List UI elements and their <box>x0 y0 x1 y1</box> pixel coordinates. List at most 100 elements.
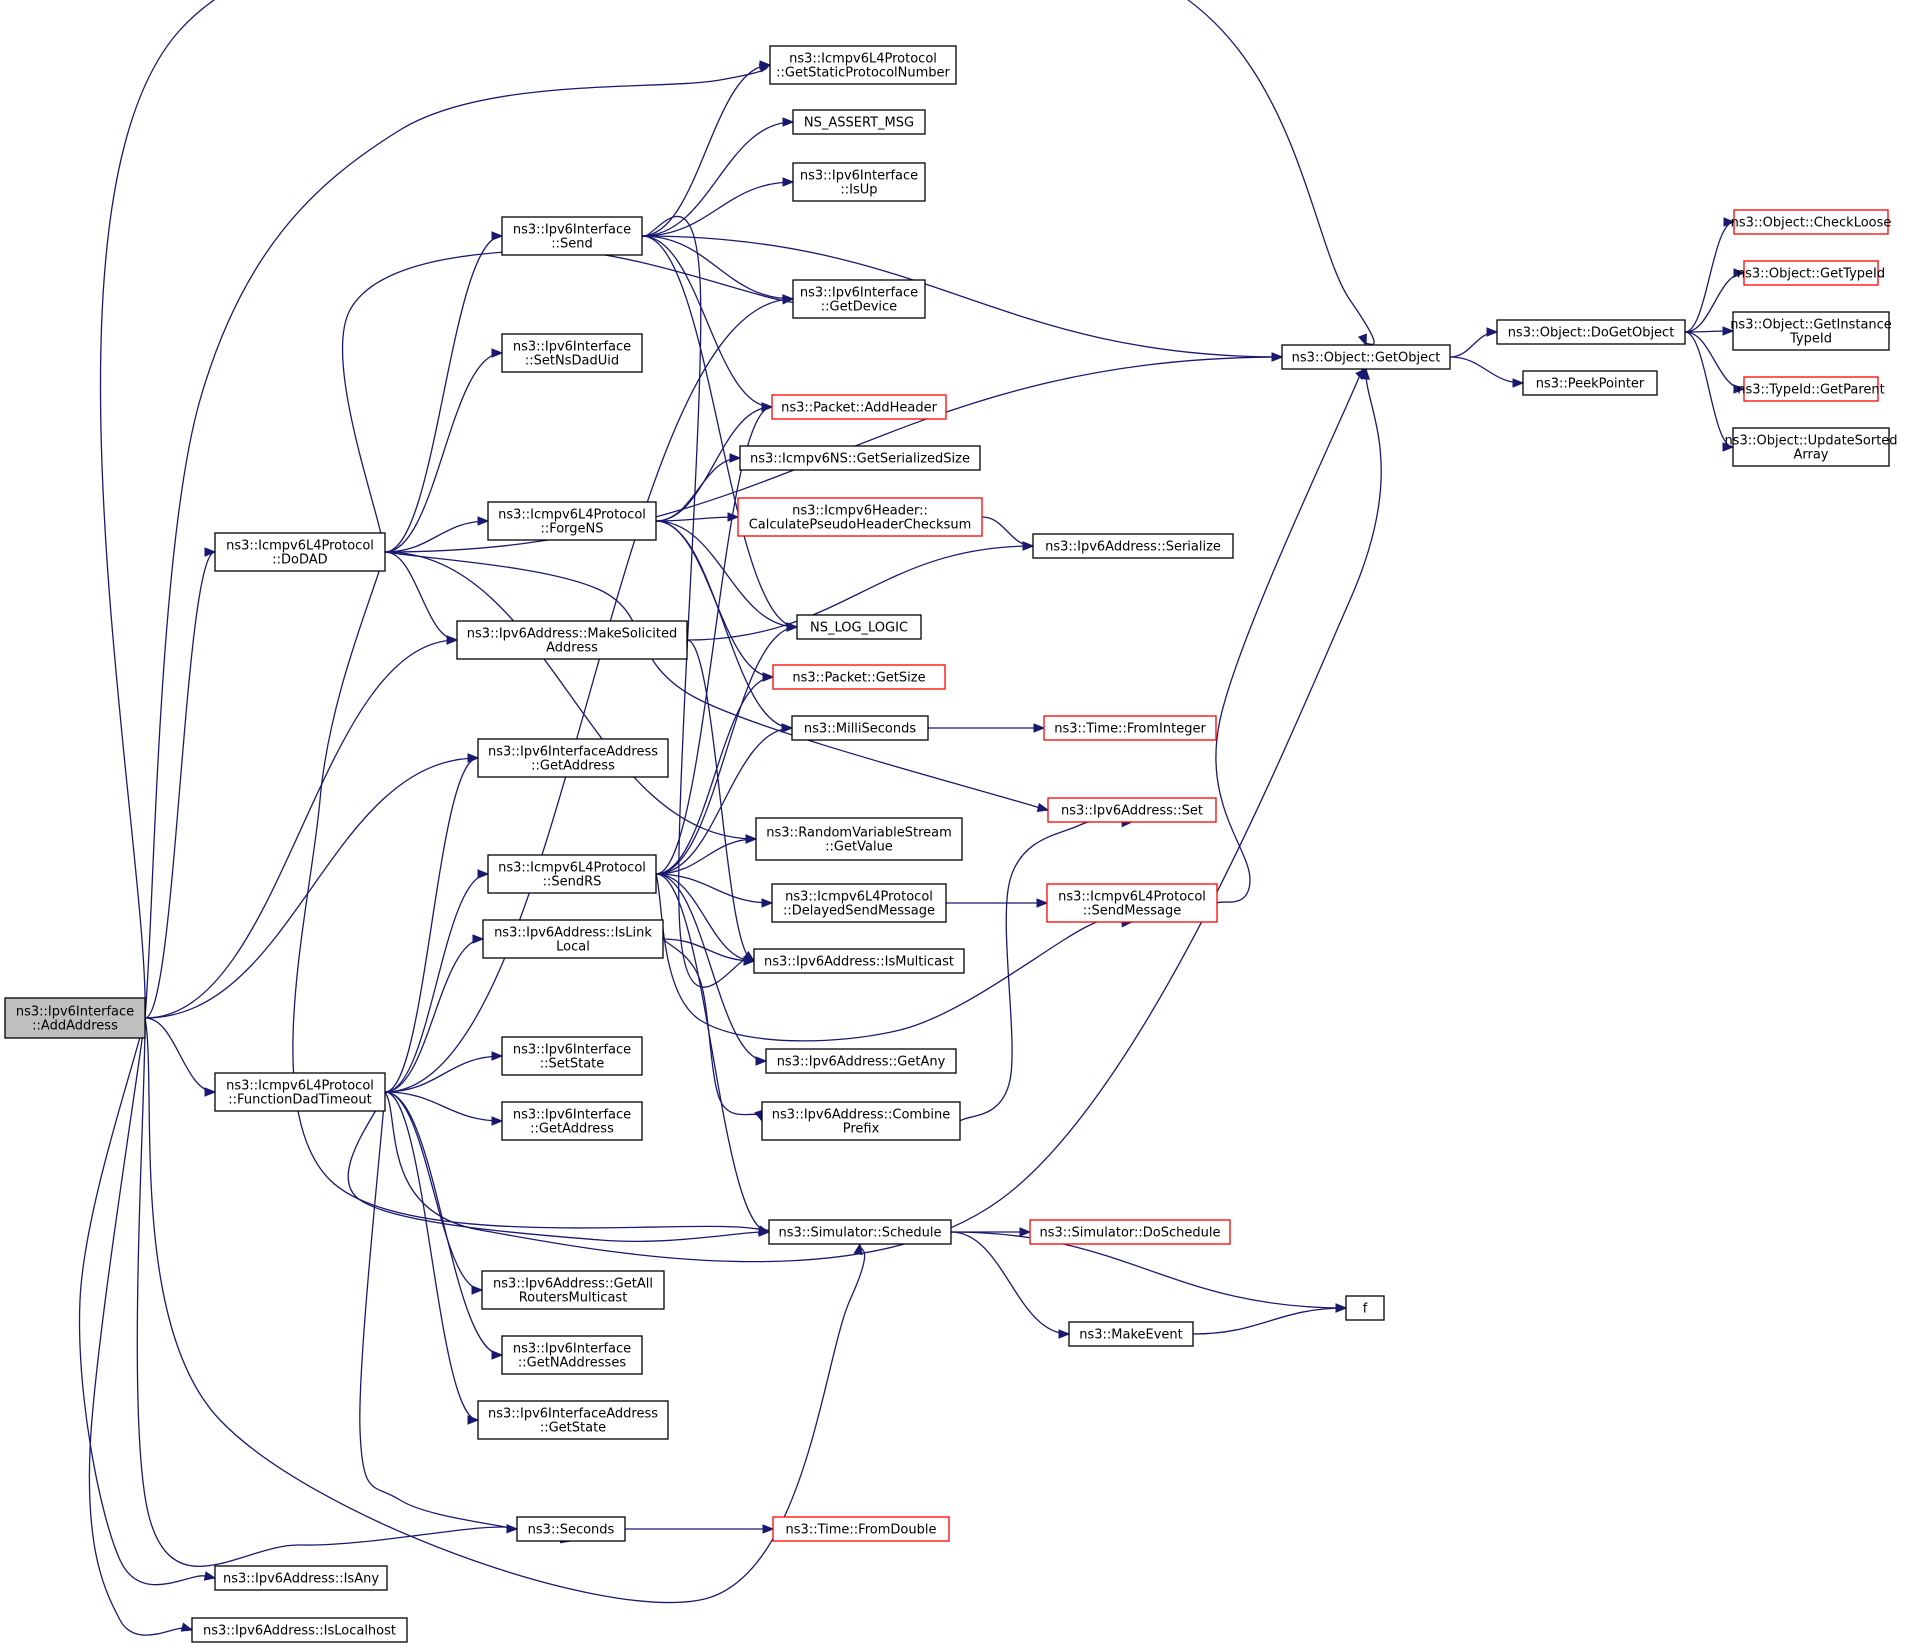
node-box <box>1743 260 1879 286</box>
node-label: ns3::Icmpv6L4Protocol <box>1058 890 1206 905</box>
edge-funcDad-to-getAllRouters <box>384 1091 484 1295</box>
edge-schedule-to-makeEvent <box>950 1231 1071 1339</box>
node-ifaceAddrGetAddress[interactable]: ns3::Ipv6InterfaceAddress::GetAddress <box>477 738 669 778</box>
node-funcDad[interactable]: ns3::Icmpv6L4Protocol::FunctionDadTimeou… <box>214 1072 386 1112</box>
edge-doDAD-to-makeSolicited <box>384 551 459 645</box>
node-ipv6Set[interactable]: ns3::Ipv6Address::Set <box>1047 797 1217 823</box>
edge-doGetObject-to-checkLoose <box>1684 217 1736 333</box>
node-ipv6Serialize[interactable]: ns3::Ipv6Address::Serialize <box>1032 533 1234 559</box>
node-isAny[interactable]: ns3::Ipv6Address::IsAny <box>214 1565 388 1591</box>
node-ifaceGetAddress[interactable]: ns3::Ipv6Interface::GetAddress <box>501 1101 643 1141</box>
node-getSerializedSize[interactable]: ns3::Icmpv6NS::GetSerializedSize <box>739 445 981 471</box>
node-box <box>769 45 957 85</box>
node-delayedSend[interactable]: ns3::Icmpv6L4Protocol::DelayedSendMessag… <box>771 883 947 923</box>
edge-send-to-isUp <box>641 177 795 237</box>
node-timeFromInteger[interactable]: ns3::Time::FromInteger <box>1043 715 1217 741</box>
edge-forgeNS-to-calcPseudo <box>655 512 740 522</box>
node-typeIdGetParent[interactable]: ns3::TypeId::GetParent <box>1737 376 1885 402</box>
node-doGetObject[interactable]: ns3::Object::DoGetObject <box>1496 319 1686 345</box>
node-box <box>1732 311 1890 351</box>
node-getTypeId[interactable]: ns3::Object::GetTypeId <box>1737 260 1885 286</box>
node-sendMessage[interactable]: ns3::Icmpv6L4Protocol::SendMessage <box>1046 883 1218 923</box>
node-label: ns3::Ipv6Address::MakeSolicited <box>467 627 677 642</box>
edge-funcDad-to-seconds <box>359 1091 573 1544</box>
node-box <box>1046 883 1218 923</box>
node-label: ns3::Object::GetTypeId <box>1737 267 1885 282</box>
arrowhead-icon <box>1335 1303 1348 1313</box>
node-getNAddresses[interactable]: ns3::Ipv6Interface::GetNAddresses <box>501 1335 643 1375</box>
arrowhead-icon <box>491 231 504 241</box>
node-doDAD[interactable]: ns3::Icmpv6L4Protocol::DoDAD <box>214 532 386 572</box>
node-timeFromDouble[interactable]: ns3::Time::FromDouble <box>772 1516 950 1542</box>
node-setState[interactable]: ns3::Ipv6Interface::SetState <box>501 1036 643 1076</box>
node-send[interactable]: ns3::Ipv6Interface::Send <box>501 216 643 256</box>
node-calcPseudo[interactable]: ns3::Icmpv6Header::CalculatePseudoHeader… <box>737 497 983 537</box>
node-box <box>1029 1219 1231 1245</box>
node-box <box>1032 533 1234 559</box>
node-nsAssertMsg[interactable]: NS_ASSERT_MSG <box>792 109 926 135</box>
arrowhead-icon <box>782 177 795 187</box>
node-label: ns3::Ipv6InterfaceAddress <box>488 745 658 760</box>
edge-sendMessage-to-getObject <box>1215 347 1373 904</box>
node-peekPointer[interactable]: ns3::PeekPointer <box>1522 370 1658 396</box>
node-label: ::DoDAD <box>272 553 327 568</box>
node-label: ns3::Simulator::DoSchedule <box>1039 1226 1220 1241</box>
node-label: ns3::Time::FromInteger <box>1054 722 1206 737</box>
node-label: ns3::Time::FromDouble <box>786 1523 937 1538</box>
node-box <box>1496 319 1686 345</box>
node-setNsDadUid[interactable]: ns3::Ipv6Interface::SetNsDadUid <box>501 333 643 373</box>
edge-send-to-getObject <box>641 235 1284 362</box>
node-addAddress[interactable]: ns3::Ipv6Interface::AddAddress <box>4 997 146 1039</box>
node-seconds[interactable]: ns3::Seconds <box>516 1516 626 1542</box>
node-label: ns3::Ipv6Interface <box>800 286 918 301</box>
node-label: ns3::Ipv6Interface <box>800 169 918 184</box>
node-box <box>1068 1321 1194 1347</box>
node-label: ns3::Icmpv6L4Protocol <box>785 890 933 905</box>
node-label: ns3::Ipv6Interface <box>513 1108 631 1123</box>
edge-send-to-addHeader <box>641 235 774 412</box>
node-packetGetSize[interactable]: ns3::Packet::GetSize <box>772 664 946 690</box>
node-sendRS[interactable]: ns3::Icmpv6L4Protocol::SendRS <box>487 854 657 894</box>
node-getObject[interactable]: ns3::Object::GetObject <box>1281 344 1451 370</box>
arrowhead-icon <box>477 516 490 526</box>
edge-doGetObject-to-updateSortedArray <box>1684 331 1735 452</box>
arrowhead-icon <box>471 1285 484 1295</box>
node-box <box>501 1101 643 1141</box>
node-getStaticProto[interactable]: ns3::Icmpv6L4Protocol::GetStaticProtocol… <box>769 45 957 85</box>
node-nsLogLogic[interactable]: NS_LOG_LOGIC <box>796 614 922 640</box>
node-schedule[interactable]: ns3::Simulator::Schedule <box>768 1219 952 1245</box>
edge-sendRS-to-schedule <box>655 873 771 1237</box>
node-isLocalhost[interactable]: ns3::Ipv6Address::IsLocalhost <box>191 1617 408 1643</box>
node-f[interactable]: f <box>1345 1295 1385 1321</box>
node-label: ns3::Ipv6Address::Combine <box>772 1108 950 1123</box>
arrowhead-icon <box>1036 802 1050 813</box>
node-milliSeconds[interactable]: ns3::MilliSeconds <box>791 715 929 741</box>
node-label: ::GetDevice <box>821 300 897 315</box>
node-rvsGetValue[interactable]: ns3::RandomVariableStream::GetValue <box>755 817 963 861</box>
node-getDevice[interactable]: ns3::Ipv6Interface::GetDevice <box>792 279 926 319</box>
node-isMulticast[interactable]: ns3::Ipv6Address::IsMulticast <box>753 948 965 974</box>
node-addHeader[interactable]: ns3::Packet::AddHeader <box>771 394 947 420</box>
node-makeEvent[interactable]: ns3::MakeEvent <box>1068 1321 1194 1347</box>
node-label: ns3::Object::CheckLoose <box>1731 216 1892 231</box>
node-ifaceAddrGetState[interactable]: ns3::Ipv6InterfaceAddress::GetState <box>477 1400 669 1440</box>
node-forgeNS[interactable]: ns3::Icmpv6L4Protocol::ForgeNS <box>487 501 657 541</box>
node-getAny[interactable]: ns3::Ipv6Address::GetAny <box>765 1048 957 1074</box>
edge-sendRS-to-nsLogLogic <box>655 622 799 875</box>
node-box <box>1733 209 1889 235</box>
node-label: ns3::Icmpv6L4Protocol <box>498 508 646 523</box>
node-label: ns3::Ipv6Address::GetAll <box>493 1277 653 1292</box>
node-checkLoose[interactable]: ns3::Object::CheckLoose <box>1731 209 1892 235</box>
node-label: ns3::Icmpv6L4Protocol <box>498 861 646 876</box>
node-isUp[interactable]: ns3::Ipv6Interface::IsUp <box>792 162 926 202</box>
node-box <box>1047 797 1217 823</box>
node-doSchedule[interactable]: ns3::Simulator::DoSchedule <box>1029 1219 1231 1245</box>
edge-send-to-nsAssertMsg <box>641 117 795 237</box>
